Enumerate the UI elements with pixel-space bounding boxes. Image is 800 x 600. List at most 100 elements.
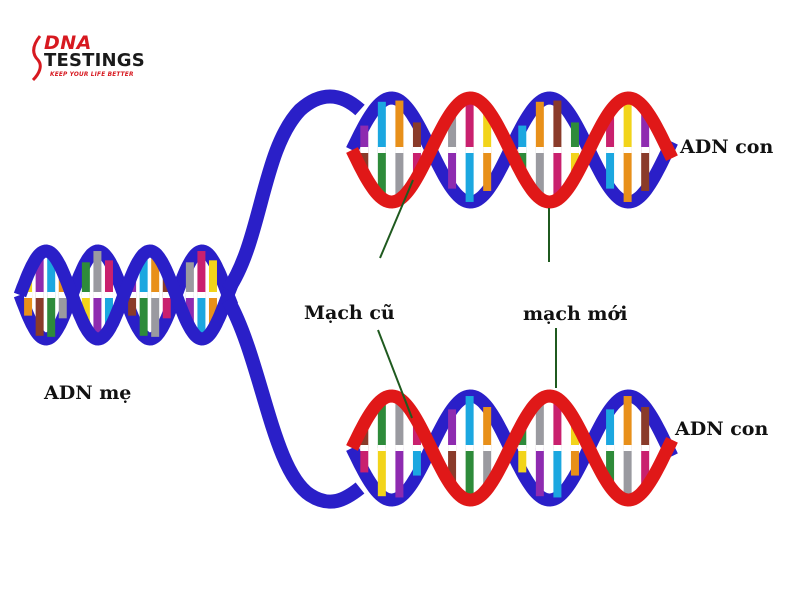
daughter-top-base-bond: [360, 147, 369, 153]
parent-dna-base-bond: [197, 292, 206, 298]
parent-dna-base-pair: [81, 295, 90, 328]
parent-dna-base-pair: [35, 254, 44, 295]
parent-dna-base-pair: [24, 295, 33, 316]
daughter-bottom-base-pair: [553, 448, 562, 498]
daughter-top-base-pair: [623, 150, 632, 202]
daughter-top-base-pair: [377, 150, 386, 199]
daughter-top-base-pair: [483, 109, 492, 150]
label-parent-dna: ADN mẹ: [44, 382, 132, 404]
daughter-top-base-pair: [641, 109, 650, 150]
daughter-bottom-base-bond: [623, 445, 632, 451]
parent-dna-base-pair: [139, 254, 148, 295]
daughter-top-base-bond: [570, 147, 579, 153]
daughter-bottom-base-pair: [553, 398, 562, 448]
daughter-dna-top-helix: [346, 91, 678, 209]
daughter-top-base-bond: [606, 147, 615, 153]
daughter-bottom-base-pair: [412, 448, 421, 476]
daughter-top-base-pair: [395, 150, 404, 200]
parent-dna-base-bond: [24, 292, 33, 298]
daughter-bottom-base-pair: [641, 407, 650, 448]
daughter-bottom-base-bond: [448, 445, 457, 451]
daughter-top-base-pair: [570, 122, 579, 150]
daughter-top-base-pair: [412, 122, 421, 150]
daughter-top-base-pair: [641, 150, 650, 191]
parent-dna-base-pair: [185, 262, 194, 295]
daughter-bottom-base-pair: [395, 398, 404, 448]
daughter-bottom-base-bond: [518, 445, 527, 451]
daughter-bottom-strand-a: [346, 389, 678, 507]
parent-dna-base-bond: [104, 292, 113, 298]
parent-dna-base-bond: [93, 292, 102, 298]
parent-dna-base-pair: [47, 295, 56, 337]
daughter-dna-bottom-helix: [346, 389, 678, 507]
daughter-bottom-base-bond: [483, 445, 492, 451]
daughter-bottom-base-pair: [623, 396, 632, 448]
daughter-bottom-base-pair: [535, 448, 544, 497]
brand-tagline: KEEP YOUR LIFE BETTER: [50, 72, 134, 78]
daughter-bottom-base-bond: [553, 445, 562, 451]
daughter-bottom-base-bond: [412, 445, 421, 451]
parent-dna-base-pair: [104, 295, 113, 330]
parent-dna-base-pair: [47, 253, 56, 295]
daughter-top-base-pair: [465, 150, 474, 202]
parent-dna-base-bond: [47, 292, 56, 298]
leader-line-old-strand-top: [379, 179, 414, 259]
daughter-bottom-base-bond: [377, 445, 386, 451]
daughter-bottom-base-pair: [483, 448, 492, 489]
daughter-bottom-base-bond: [641, 445, 650, 451]
dna-helix-logo-icon: [31, 35, 42, 82]
parent-dna-base-pair: [93, 251, 102, 295]
label-daughter-dna-top: ADN con: [680, 136, 774, 158]
daughter-top-base-pair: [570, 150, 579, 178]
daughter-bottom-base-bond: [606, 445, 615, 451]
parent-dna-base-pair: [162, 295, 171, 319]
parent-dna-base-pair: [197, 295, 206, 339]
daughter-top-base-bond: [377, 147, 386, 153]
daughter-top-base-pair: [465, 98, 474, 150]
daughter-bottom-base-pair: [377, 448, 386, 497]
daughter-top-base-pair: [535, 150, 544, 199]
daughter-bottom-base-pair: [412, 420, 421, 448]
daughter-bottom-base-pair: [606, 448, 615, 487]
daughter-top-base-pair: [518, 125, 527, 150]
daughter-bottom-base-bond: [535, 445, 544, 451]
daughter-bottom-base-pair: [535, 399, 544, 448]
daughter-bottom-base-bond: [570, 445, 579, 451]
daughter-bottom-base-pair: [465, 448, 474, 500]
parent-dna-base-bond: [185, 292, 194, 298]
daughter-top-base-pair: [606, 150, 615, 189]
daughter-top-base-pair: [395, 100, 404, 150]
daughter-top-base-bond: [483, 147, 492, 153]
daughter-bottom-base-bond: [360, 445, 369, 451]
parent-dna-base-pair: [58, 295, 67, 319]
parent-dna-base-bond: [162, 292, 171, 298]
daughter-top-base-bond: [641, 147, 650, 153]
daughter-bottom-base-pair: [518, 448, 527, 473]
brand-name-bottom: TESTINGS: [44, 50, 145, 71]
daughter-bottom-base-bond: [395, 445, 404, 451]
daughter-bottom-base-pair: [465, 396, 474, 448]
daughter-top-base-bond: [623, 147, 632, 153]
daughter-top-base-bond: [553, 147, 562, 153]
brand-name-top: DNA: [44, 32, 92, 54]
daughter-top-base-bond: [518, 147, 527, 153]
daughter-top-base-pair: [623, 98, 632, 150]
daughter-top-base-bond: [412, 147, 421, 153]
parent-dna-base-pair: [93, 295, 102, 339]
parent-dna-base-pair: [128, 295, 137, 316]
daughter-top-base-pair: [535, 101, 544, 150]
daughter-top-base-pair: [448, 150, 457, 189]
daughter-bottom-base-pair: [395, 448, 404, 498]
daughter-top-base-pair: [553, 100, 562, 150]
daughter-bottom-base-pair: [623, 448, 632, 500]
parent-dna-base-pair: [81, 262, 90, 295]
fork-strand-lower: [221, 296, 365, 509]
daughter-bottom-base-pair: [448, 448, 457, 487]
daughter-bottom-base-pair: [570, 448, 579, 476]
parent-dna-base-pair: [151, 253, 160, 295]
daughter-top-base-pair: [377, 101, 386, 150]
daughter-top-strand-a: [346, 91, 678, 209]
parent-dna-base-pair: [104, 260, 113, 295]
daughter-bottom-base-bond: [465, 445, 474, 451]
parent-dna-base-pair: [35, 295, 44, 336]
